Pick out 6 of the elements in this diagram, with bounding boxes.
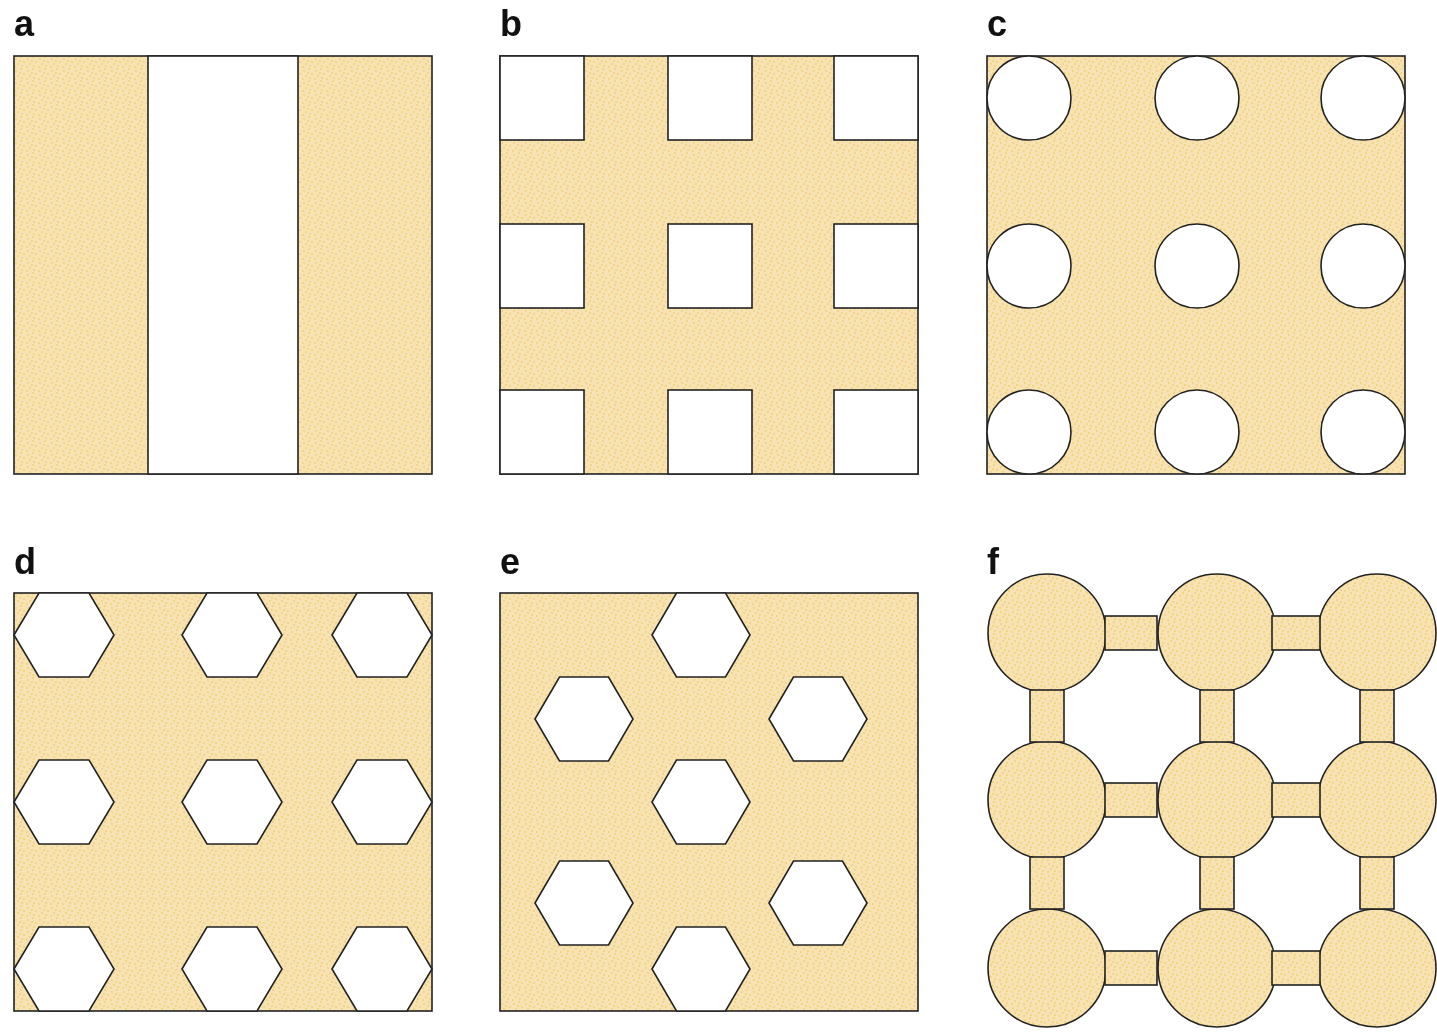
panel-label: a [14,6,35,42]
panel-label: c [987,6,1008,42]
panel-label: e [500,544,521,580]
panel-label: b [500,6,522,42]
panel-label: f [987,544,999,580]
panel-label: d [14,544,36,580]
